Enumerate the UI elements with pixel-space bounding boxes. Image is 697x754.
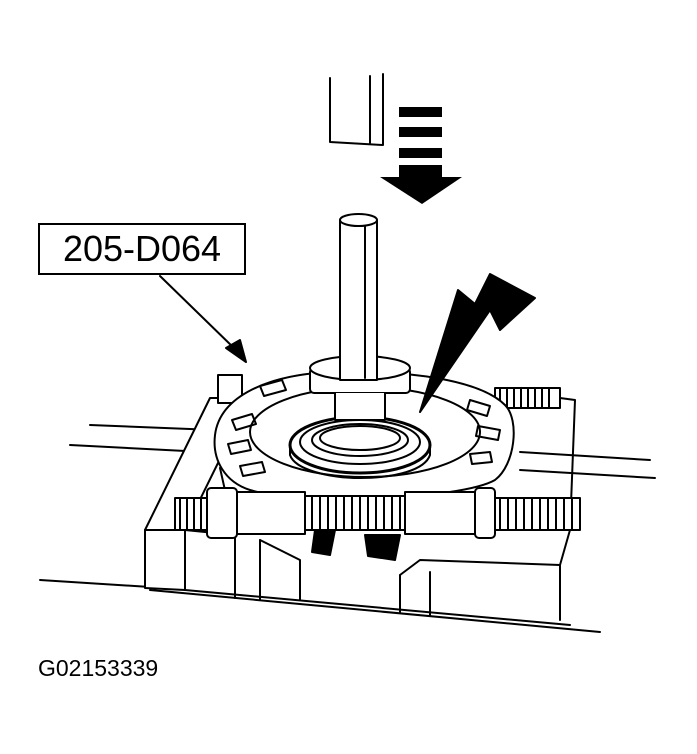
figure-id-label: G02153339	[38, 655, 159, 681]
bearing-pointer-arrow	[419, 273, 536, 413]
front-threaded-rod	[174, 487, 581, 561]
press-direction-arrow	[380, 107, 462, 204]
press-ram	[329, 73, 384, 146]
callout-leader-arrow	[159, 275, 247, 363]
bearing	[288, 415, 432, 479]
bench-lines	[39, 424, 656, 633]
tool-callout-label: 205-D064	[38, 223, 246, 275]
press-tool	[309, 213, 411, 421]
